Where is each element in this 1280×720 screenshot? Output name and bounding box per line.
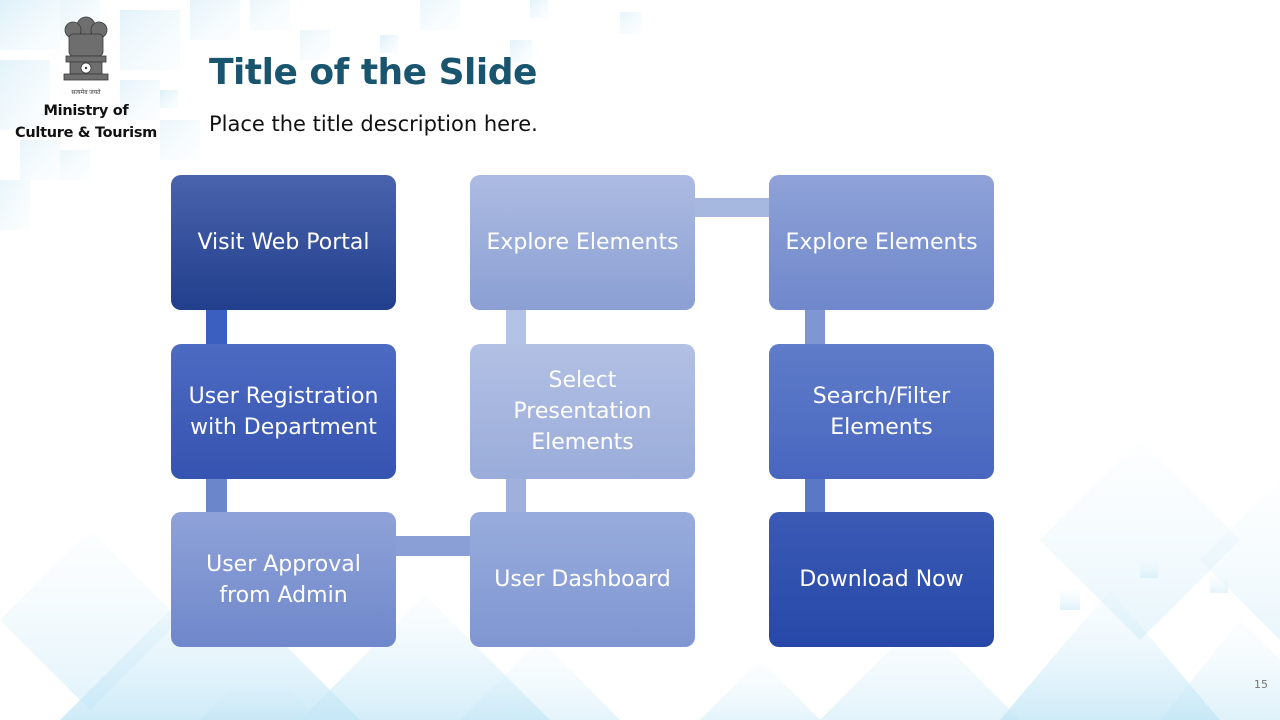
step-label-line2: Elements <box>830 414 933 440</box>
page-number: 15 <box>1254 678 1268 691</box>
ministry-name-line2: Culture & Tourism <box>15 125 157 141</box>
step-user-registration[interactable]: User Registration with Department <box>171 344 396 479</box>
step-label: User Dashboard <box>494 567 671 592</box>
step-label-line2: from Admin <box>219 582 348 608</box>
connector-portal-registration <box>206 308 227 346</box>
connector-approval-dashboard <box>394 536 472 556</box>
step-user-approval[interactable]: User Approval from Admin <box>171 512 396 647</box>
connector-explore1-explore2 <box>693 198 771 217</box>
ministry-name: Ministry of Culture & Tourism <box>10 100 162 144</box>
step-label-line1: User Registration <box>188 383 379 409</box>
slide-title: Title of the Slide <box>209 52 537 93</box>
step-label: Explore Elements <box>785 230 978 255</box>
emblem-motto: सत्यमेव जयते <box>71 90 101 96</box>
national-emblem-icon <box>63 16 109 81</box>
ministry-name-line1: Ministry of <box>43 103 129 119</box>
step-select-presentation-elements[interactable]: Select Presentation Elements <box>470 344 695 479</box>
step-download-now[interactable]: Download Now <box>769 512 994 647</box>
step-label-line2: Presentation <box>513 399 652 424</box>
connector-search-download <box>805 477 825 514</box>
step-visit-web-portal[interactable]: Visit Web Portal <box>171 175 396 310</box>
step-label: Download Now <box>799 567 964 592</box>
connector-registration-approval <box>206 477 227 514</box>
step-explore-elements-2[interactable]: Explore Elements <box>769 175 994 310</box>
step-explore-elements-1[interactable]: Explore Elements <box>470 175 695 310</box>
connector-dashboard-select <box>506 477 526 514</box>
slide-subtitle: Place the title description here. <box>209 112 538 136</box>
step-user-dashboard[interactable]: User Dashboard <box>470 512 695 647</box>
step-label-line3: Elements <box>531 430 634 455</box>
connector-explore2-search <box>805 308 825 346</box>
ministry-logo-block: सत्यमेव जयते Ministry of Culture & Touri… <box>10 14 162 144</box>
step-label: Explore Elements <box>486 230 679 255</box>
step-search-filter-elements[interactable]: Search/Filter Elements <box>769 344 994 479</box>
step-label-line1: Select <box>548 368 617 393</box>
connector-select-explore1 <box>506 308 526 346</box>
step-label: Visit Web Portal <box>197 230 370 255</box>
step-label-line2: with Department <box>190 414 377 440</box>
step-label-line1: User Approval <box>206 551 361 577</box>
step-label-line1: Search/Filter <box>812 383 951 409</box>
